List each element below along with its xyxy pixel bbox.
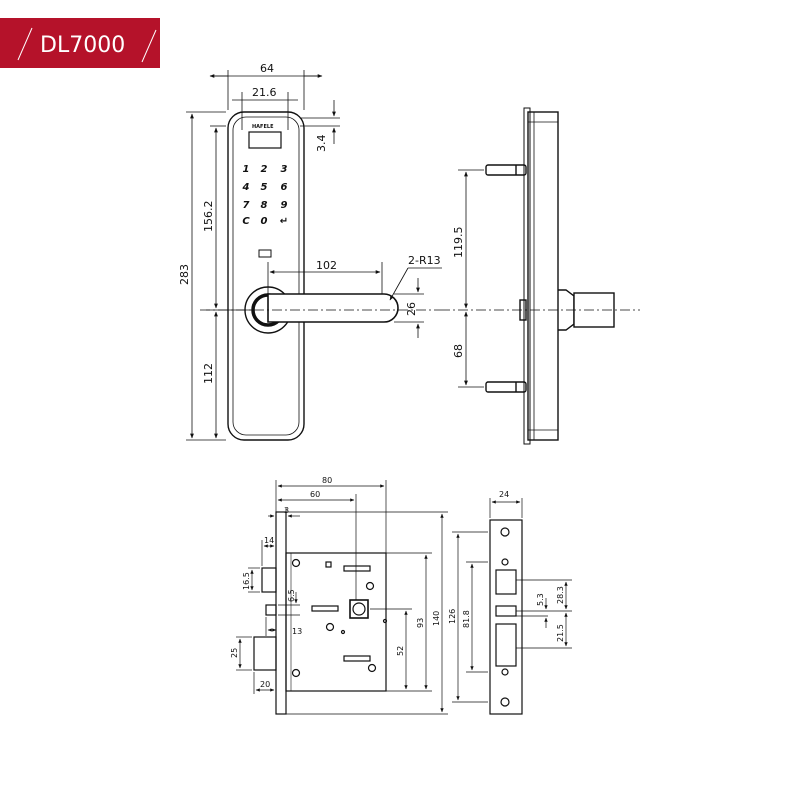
strike-screw-top — [500, 527, 510, 537]
mortise-slot-mid — [311, 605, 339, 612]
mortise-screw-2 — [365, 581, 375, 591]
dim-strike-21-5: 21.5 — [556, 624, 565, 642]
strike-dimensions — [452, 498, 572, 703]
mortise-deadbolt — [253, 636, 277, 671]
dim-mortise-60: 60 — [310, 490, 320, 499]
keypad-key: 9 — [281, 200, 288, 211]
mortise-spindle-hub — [349, 599, 369, 619]
strike-latch-cutout — [495, 569, 517, 595]
keypad-key: 2 — [261, 164, 268, 175]
dim-lever-102: 102 — [316, 259, 337, 272]
dim-strike-81-8: 81.8 — [462, 610, 471, 628]
mortise-screw-1 — [291, 558, 301, 568]
mount-screw-bottom — [485, 381, 527, 393]
dim-inner-21-6: 21.6 — [252, 86, 277, 99]
banner-slash-left — [17, 27, 33, 61]
dim-mortise-3: 3 — [284, 506, 289, 515]
dim-radius-2-r13: 2-R13 — [408, 254, 441, 267]
dim-strike-28-3: 28.3 — [556, 586, 565, 604]
mortise-screw-4 — [291, 668, 301, 678]
dim-mortise-16-5: 16.5 — [242, 572, 251, 590]
strike-hole-bottom — [501, 668, 509, 676]
strike-aux-cutout — [495, 605, 517, 617]
keypad-key: 8 — [261, 200, 268, 211]
strike-hole-top — [501, 558, 509, 566]
mortise-screw-3 — [325, 622, 335, 632]
dim-width-64: 64 — [260, 62, 274, 75]
side-view — [485, 107, 615, 445]
dim-strike-24: 24 — [499, 490, 509, 499]
dim-mortise-25: 25 — [230, 648, 239, 658]
banner-background — [0, 18, 160, 68]
keypad-key: 3 — [281, 164, 288, 175]
lock-body-inner — [232, 116, 300, 436]
dim-strike-126: 126 — [448, 609, 457, 624]
strike-bolt-cutout — [495, 623, 517, 667]
side-dimensions — [440, 169, 640, 388]
mortise-dimensions — [236, 480, 448, 715]
mortise-square-pin — [325, 561, 332, 568]
dim-side-upper-119-5: 119.5 — [452, 227, 465, 259]
dim-mortise-93: 93 — [416, 618, 425, 628]
dim-mortise-20: 20 — [260, 680, 270, 689]
dim-mortise-14: 14 — [264, 536, 274, 545]
dim-mortise-140: 140 — [432, 611, 441, 626]
dim-strike-5-3: 5.3 — [536, 593, 545, 606]
dim-lever-height-26: 26 — [405, 302, 418, 316]
mortise-latch — [261, 567, 277, 593]
dim-mortise-13: 13 — [292, 627, 302, 636]
mount-screw-top — [485, 164, 527, 176]
mortise-slot-top — [343, 565, 371, 572]
page-title: DL7000 — [40, 33, 125, 58]
display-window — [248, 131, 282, 149]
keypad-key: C — [242, 216, 250, 227]
front-view — [227, 111, 399, 441]
card-reader-slot — [258, 249, 272, 258]
dim-height-283: 283 — [178, 264, 191, 285]
mortise-screw-5 — [367, 663, 377, 673]
banner-slash-right — [141, 29, 157, 63]
keypad-key: 4 — [242, 182, 250, 193]
keypad-key: 1 — [243, 164, 250, 175]
side-mount-plate — [523, 107, 531, 445]
keypad-key: 7 — [243, 200, 250, 211]
mortise-case — [285, 552, 387, 692]
strike-plate-outline — [489, 519, 523, 715]
dim-side-lower-68: 68 — [452, 344, 465, 358]
brand-logo-text: HAFELE — [252, 124, 274, 130]
mortise-aux-latch — [265, 604, 277, 616]
dim-mortise-80: 80 — [322, 476, 332, 485]
front-dimensions — [186, 70, 442, 441]
dim-upper-156-2: 156.2 — [202, 201, 215, 233]
strike-screw-bottom — [500, 697, 510, 707]
lock-body-outline — [227, 111, 305, 441]
strike-plate — [489, 519, 523, 715]
mortise-slot-bottom — [343, 655, 371, 662]
dim-lower-112: 112 — [202, 363, 215, 384]
lever-handle — [267, 293, 399, 323]
mortise-body — [253, 511, 388, 715]
dim-mortise-52: 52 — [396, 646, 405, 656]
keypad-key: ↵ — [280, 216, 288, 227]
keypad-key: 5 — [261, 182, 268, 193]
dim-top-3-4: 3.4 — [315, 135, 328, 153]
mortise-spindle-circle — [352, 602, 366, 616]
side-body — [527, 111, 559, 441]
keypad-key: 0 — [261, 216, 268, 227]
header-banner: DL7000 — [0, 18, 160, 68]
dim-mortise-6-5: 6.5 — [287, 589, 296, 602]
keypad-key: 6 — [281, 182, 288, 193]
mortise-face-plate — [275, 511, 287, 715]
